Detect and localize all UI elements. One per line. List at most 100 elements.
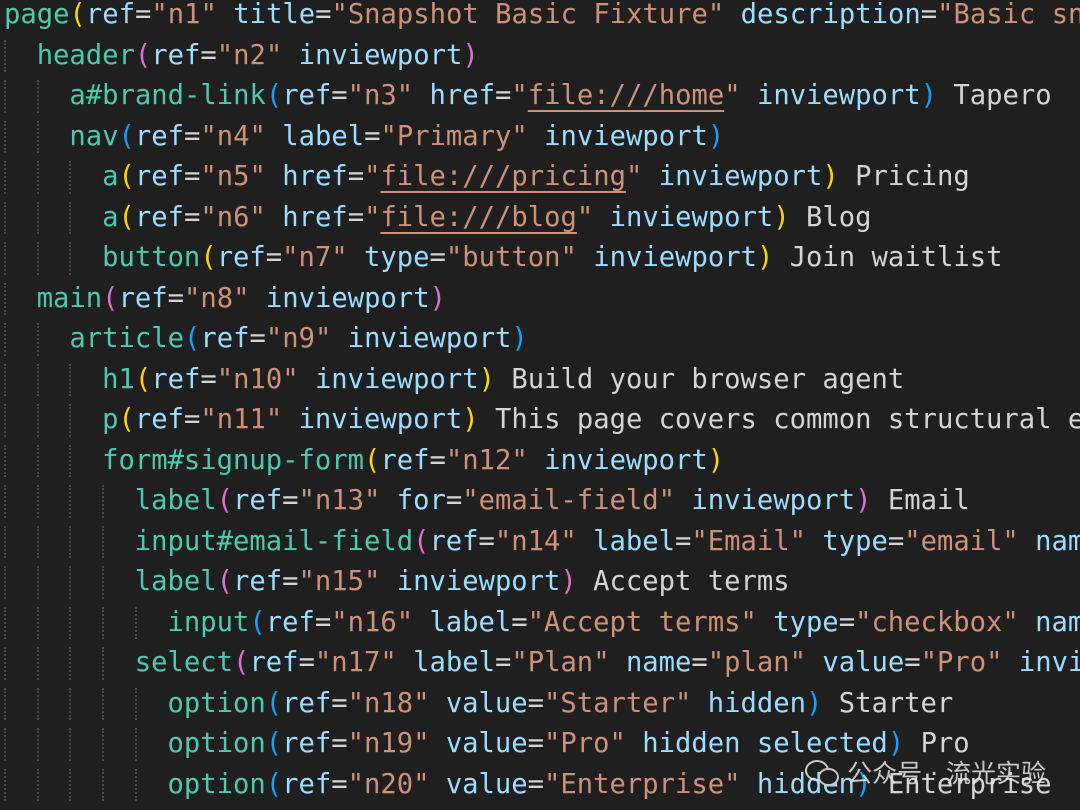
equals: = — [478, 525, 495, 557]
indent-guide — [4, 201, 6, 234]
equals: = — [200, 363, 217, 395]
attr-value: n18 — [363, 687, 414, 719]
quote: " — [347, 80, 365, 111]
attr-value: n17 — [331, 647, 381, 678]
quote: " — [413, 687, 430, 719]
quote: " — [494, 525, 512, 557]
close-paren: ) — [756, 242, 774, 273]
code-line[interactable]: option(ref="n20" value="Enterprise" hidd… — [0, 765, 1080, 806]
code-tag: button — [102, 242, 201, 273]
code-line[interactable]: input(ref="n16" label="Accept terms" typ… — [0, 603, 1080, 644]
code-line[interactable]: p(ref="n11" inviewport) This page covers… — [0, 400, 1080, 441]
quote: " — [364, 201, 381, 233]
quote: " — [658, 485, 676, 516]
indent-guide — [4, 39, 6, 72]
attr-name: ref — [429, 525, 479, 557]
quote: " — [560, 242, 577, 273]
code-content: h1(ref="n10" inviewport) Build your brow… — [102, 360, 904, 401]
equals: = — [200, 39, 217, 71]
open-paren: ( — [183, 323, 201, 354]
equals: = — [331, 80, 348, 111]
close-paren: ) — [822, 161, 839, 192]
indent-guide — [4, 768, 6, 801]
code-tag: article — [69, 323, 184, 354]
equals: = — [314, 606, 332, 638]
node-text: Enterprise — [887, 768, 1052, 800]
code-line[interactable]: article(ref="n9" inviewport) — [0, 319, 1080, 360]
equals: = — [675, 525, 692, 557]
indent-guide — [36, 485, 39, 518]
close-paren: ) — [887, 728, 905, 759]
quote: " — [674, 687, 692, 719]
attr-name: type — [364, 242, 430, 273]
quote: " — [298, 485, 315, 516]
code-line[interactable]: form#signup-form(ref="n12" inviewport) — [0, 441, 1080, 482]
code-tag: p — [102, 404, 119, 435]
quote: " — [937, 0, 954, 30]
indent-guide — [36, 444, 39, 477]
equals: = — [134, 0, 152, 30]
code-line[interactable]: main(ref="n8" inviewport) — [0, 279, 1080, 320]
code-line[interactable]: input#email-field(ref="n14" label="Email… — [0, 522, 1080, 563]
node-text: Email — [887, 485, 970, 516]
code-line[interactable]: option(ref="n19" value="Pro" hidden sele… — [0, 724, 1080, 765]
equals: = — [265, 242, 283, 273]
attr-value: file:///blog — [380, 201, 577, 233]
code-tag: a — [102, 161, 119, 192]
code-line[interactable]: nav(ref="n4" label="Primary" inviewport) — [0, 117, 1080, 158]
indent-guide — [134, 728, 137, 761]
code-line[interactable]: option(ref="n18" value="Starter" hidden)… — [0, 684, 1080, 725]
quote: " — [511, 647, 528, 678]
quote: " — [625, 161, 643, 192]
indent-guide — [102, 728, 105, 761]
quote: " — [184, 282, 201, 314]
quote: " — [462, 485, 479, 516]
equals: = — [691, 647, 708, 678]
attr-value: n16 — [347, 606, 397, 638]
attr-name: label — [413, 647, 495, 678]
attr-name: ref — [200, 323, 250, 354]
quote: " — [249, 120, 266, 152]
code-line[interactable]: select(ref="n17" label="Plan" name="plan… — [0, 643, 1080, 684]
open-paren: ( — [69, 0, 86, 30]
code-content: option(ref="n20" value="Enterprise" hidd… — [168, 765, 1052, 806]
open-paren: ( — [200, 242, 217, 273]
equals: = — [282, 566, 299, 597]
attr-value: file:///pricing — [380, 161, 626, 192]
attr-value: Plan — [527, 647, 594, 678]
attr-name: ref — [282, 728, 332, 759]
attr-value: Pro — [560, 728, 610, 759]
code-line[interactable]: header(ref="n2" inviewport) — [0, 36, 1080, 77]
flag: inviewport — [658, 161, 823, 192]
quote: " — [511, 444, 528, 476]
attr-name: ref — [134, 120, 184, 152]
quote: " — [724, 768, 741, 800]
code-line[interactable]: h1(ref="n10" inviewport) Build your brow… — [0, 360, 1080, 401]
code-line[interactable]: a(ref="n5" href="file:///pricing" inview… — [0, 157, 1080, 198]
open-paren: ( — [265, 728, 283, 759]
code-line[interactable]: label(ref="n13" for="email-field" inview… — [0, 481, 1080, 522]
code-line[interactable]: a#brand-link(ref="n3" href="file:///home… — [0, 76, 1080, 117]
close-paren: ) — [920, 80, 938, 111]
indent-guide — [102, 768, 105, 801]
node-text: Build your browser agent — [511, 363, 905, 395]
code-line[interactable]: a(ref="n6" href="file:///blog" inviewpor… — [0, 198, 1080, 239]
equals: = — [429, 242, 446, 273]
code-line[interactable]: label(ref="n15" inviewport) Accept terms — [0, 562, 1080, 603]
attr-name: ref — [380, 444, 430, 476]
attr-name: ref — [216, 242, 266, 273]
code-line[interactable]: page(ref="n1" title="Snapshot Basic Fixt… — [0, 0, 1080, 36]
quote: " — [707, 647, 725, 678]
attr-value: n12 — [462, 444, 512, 476]
code-tag: input — [167, 606, 250, 638]
code-line[interactable]: button(ref="n7" type="button" inviewport… — [0, 238, 1080, 279]
quote: " — [789, 647, 807, 678]
quote: " — [511, 120, 528, 152]
indent-guide — [36, 363, 39, 396]
code-content: nav(ref="n4" label="Primary" inviewport) — [69, 117, 724, 158]
indent-guide — [69, 728, 72, 761]
node-text: Tapero — [953, 80, 1052, 111]
attr-value: button — [462, 242, 561, 273]
indent-guide — [4, 485, 6, 518]
